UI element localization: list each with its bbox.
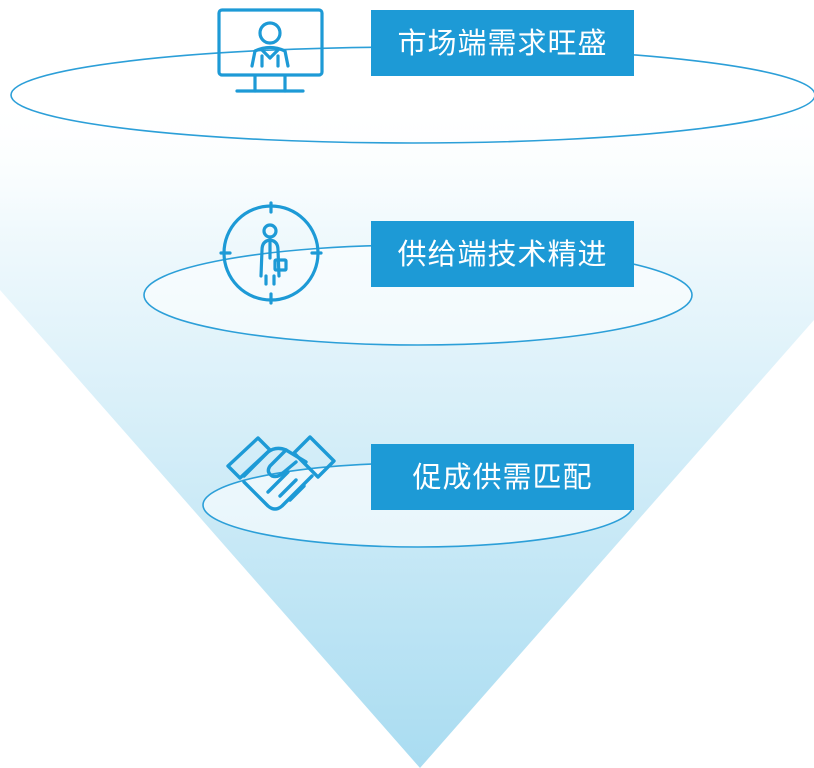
target-businessman-icon — [219, 201, 323, 305]
handshake-icon — [226, 435, 336, 511]
monitor-person-icon — [217, 8, 324, 93]
level-2-label: 供给端技术精进 — [371, 221, 634, 287]
level-1-label: 市场端需求旺盛 — [371, 10, 634, 76]
funnel-body — [0, 95, 814, 768]
level-3-label: 促成供需匹配 — [371, 444, 634, 510]
